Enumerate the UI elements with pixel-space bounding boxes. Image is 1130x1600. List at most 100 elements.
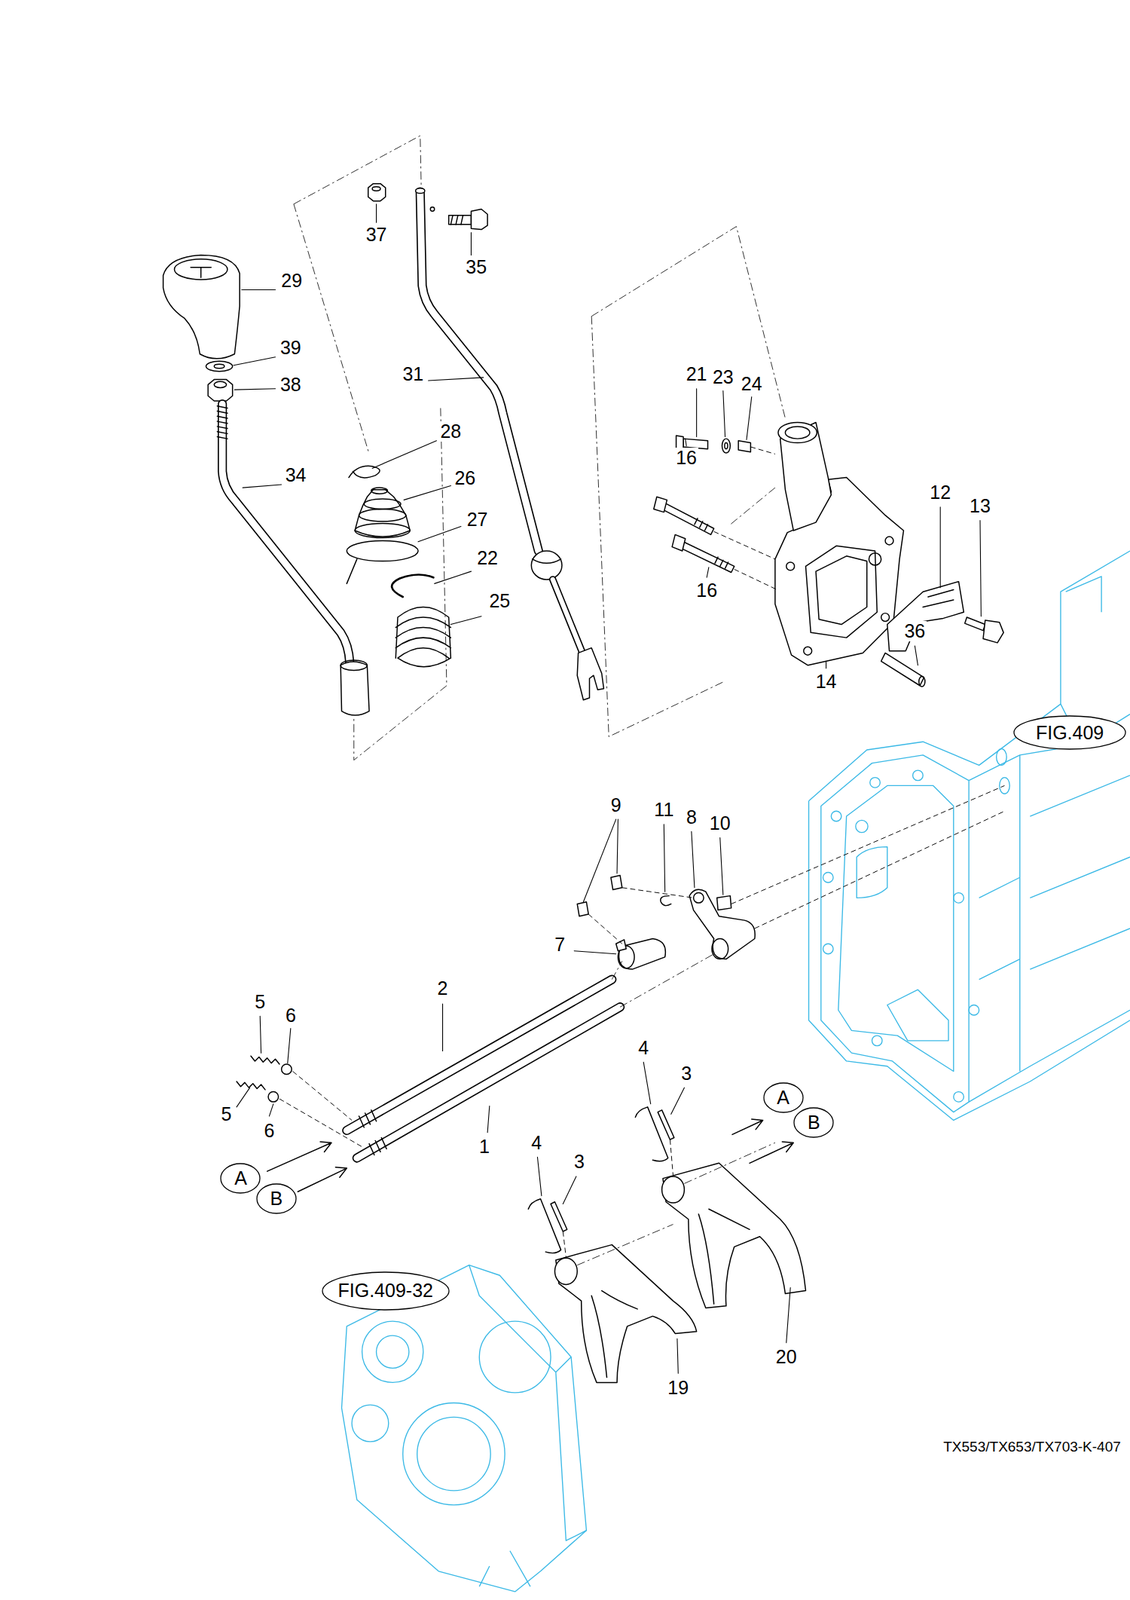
shift-rail	[357, 1006, 620, 1158]
bolt	[448, 215, 472, 225]
shift-rod	[420, 192, 539, 552]
fork-rib	[591, 1290, 638, 1378]
washer-hole	[724, 442, 728, 449]
pin	[881, 652, 925, 685]
lever	[222, 403, 350, 663]
shift-rod	[420, 192, 539, 552]
callout-number: 36	[902, 620, 927, 642]
housing-outline	[342, 1264, 587, 1592]
housing-hole	[786, 561, 795, 571]
nut	[207, 379, 233, 401]
case-flange	[821, 754, 969, 1112]
bore	[351, 1404, 389, 1442]
hair-clip	[348, 465, 380, 478]
boot-ring	[363, 498, 401, 510]
housing-hole	[881, 613, 890, 622]
shift-rod	[552, 579, 584, 655]
tower-bore	[784, 426, 810, 439]
connection-marker: B	[256, 1182, 297, 1214]
group-bracket	[591, 226, 785, 737]
nut	[368, 183, 386, 202]
pin-end	[919, 676, 926, 688]
callout-number: 11	[652, 799, 675, 820]
ellipse	[763, 1082, 804, 1112]
spring-pin	[550, 1201, 568, 1231]
nut-hole	[372, 186, 381, 191]
axis-line	[714, 531, 778, 590]
bolt-head	[983, 619, 1004, 643]
case-boss	[856, 846, 949, 1041]
callout-number: 24	[739, 373, 764, 394]
housing-foot	[479, 1550, 531, 1586]
housing-edge	[469, 1264, 587, 1541]
bore	[403, 1401, 505, 1504]
spring	[395, 607, 451, 667]
case-hole	[855, 819, 868, 832]
ball	[281, 1063, 293, 1075]
callout-number: 37	[364, 224, 389, 245]
callout-number: 34	[284, 464, 309, 486]
shift-rail	[357, 1006, 620, 1158]
bolt	[965, 616, 986, 631]
thread	[694, 518, 709, 531]
axis-line	[279, 1070, 363, 1146]
shift-fork	[555, 1244, 697, 1383]
bracket	[887, 581, 965, 651]
ball-band	[532, 558, 562, 563]
axis-line	[577, 1142, 776, 1265]
knob-top	[174, 259, 227, 280]
connection-marker: A	[763, 1081, 804, 1113]
callout-number: 29	[279, 270, 304, 291]
housing-inner	[805, 545, 877, 638]
callout-number: 21	[684, 363, 709, 385]
case-hole	[953, 892, 965, 904]
drawing	[163, 135, 1130, 1592]
thread	[450, 215, 463, 225]
case-hole	[823, 871, 834, 883]
bolt-head	[671, 534, 686, 551]
connection-marker: A	[219, 1162, 261, 1194]
callout-number: 3	[572, 1151, 587, 1172]
housing-hole	[868, 552, 881, 565]
shift-rod	[552, 579, 584, 655]
ball-joint	[531, 550, 562, 580]
housing-hole	[803, 646, 813, 655]
callout-number: 16	[674, 447, 699, 468]
e-clip	[660, 895, 672, 906]
callout-number: 23	[711, 366, 736, 388]
callout-number: 26	[452, 467, 477, 489]
ellipse	[322, 1271, 449, 1310]
callout-number: 31	[400, 363, 425, 385]
case-hole	[953, 1091, 965, 1103]
callout-number: 13	[968, 495, 993, 517]
washer	[721, 438, 730, 453]
boot-ring	[354, 522, 410, 538]
callout-number: 6	[284, 1004, 298, 1026]
housing-hole	[885, 536, 894, 545]
bush	[738, 440, 751, 452]
callout-number: 1	[477, 1136, 492, 1157]
callout-number: 10	[708, 812, 733, 834]
bore	[362, 1320, 424, 1382]
case-hole	[871, 1035, 883, 1046]
spring	[236, 1081, 266, 1090]
wire-clip	[635, 1106, 668, 1161]
callout-number: 35	[464, 256, 489, 278]
callout-number: 2	[436, 977, 450, 999]
rod-fork	[577, 647, 604, 700]
knob	[163, 254, 241, 358]
boot	[354, 489, 410, 537]
callout-number: 39	[278, 337, 303, 358]
node-text: FIG.409-32	[337, 1280, 433, 1300]
bore	[376, 1334, 410, 1368]
bolt	[610, 875, 623, 890]
drawing-number: TX553/TX653/TX703-K-407	[941, 1438, 1123, 1454]
bore	[479, 1320, 551, 1393]
callout-number: 27	[465, 509, 490, 530]
callout-number: 22	[475, 547, 500, 569]
nut-hole	[213, 381, 226, 388]
wire-end	[346, 558, 358, 584]
lug-boss	[616, 939, 627, 951]
